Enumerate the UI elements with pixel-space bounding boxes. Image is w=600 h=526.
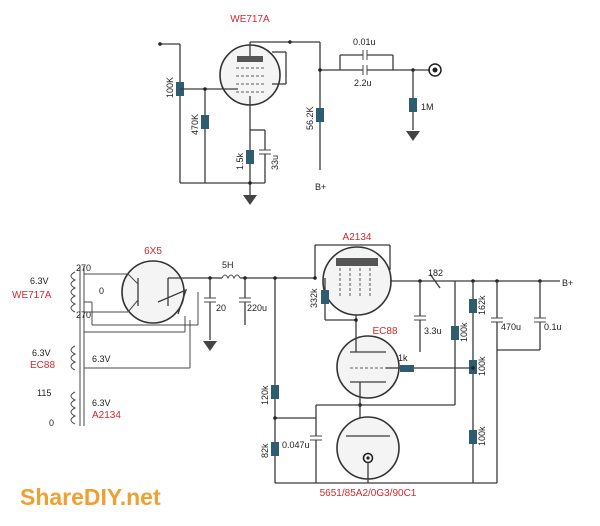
label-3-3u: 3.3u [424,326,442,336]
label-100k-b: 100k [477,356,487,376]
ec88-label: EC88 [372,326,397,337]
label-470u: 470u [501,322,521,332]
label-heater-we717a: WE717A [12,290,52,301]
label-0-047u: 0.047u [282,440,310,450]
bplus-top: B+ [315,182,326,192]
label-6-3v-2: 6.3V [32,348,51,358]
resistor-100k-c [469,430,477,444]
resistor-332k [321,290,329,304]
6x5-tube [121,260,185,324]
label-100k: 100K [165,77,175,98]
label-33u: 33u [270,155,280,170]
resistor-100k-a [451,326,459,340]
bplus-out: B+ [562,278,573,288]
a2134-label: A2134 [343,232,372,243]
transformer [70,266,85,426]
resistor-470k [201,115,209,129]
output-jack-icon [428,63,442,77]
resistor-162k [469,299,477,313]
label-82k: 82k [260,443,270,458]
resistor-1m [409,98,417,112]
ground-icon [243,195,257,205]
label-0: 0 [99,286,104,296]
label-6-3v-4: 6.3V [92,398,111,408]
a2134-tube [322,246,392,316]
we717a-plate [237,56,263,62]
we717a-label: WE717A [230,14,270,25]
label-100k-a: 100k [459,322,469,342]
power-supply: 6.3V WE717A 6.3V EC88 115 0 6.3V A2134 2… [12,232,573,499]
label-270-bot: 270 [76,310,91,320]
resistor-1-5k [246,150,254,164]
label-182: 182 [428,268,443,278]
6x5-label: 6X5 [144,246,162,257]
label-220u: 220u [247,303,267,313]
label-heater-a2134: A2134 [92,410,121,421]
label-2-2u: 2.2u [354,78,372,88]
watermark-text: ShareDIY.net [20,484,161,510]
label-115: 115 [37,388,51,398]
resistor-120k [271,385,279,399]
label-0-1u: 0.1u [544,322,562,332]
amplifier-stage: WE717A 100K 470K 1.5k 33u [158,14,442,205]
label-1m: 1M [421,102,434,112]
label-56-2k: 56.2K [305,106,315,130]
label-100k-c: 100k [477,426,487,446]
label-1-5k: 1.5k [235,152,245,170]
label-0-bot: 0 [49,418,54,428]
label-6-3v-3: 6.3V [92,354,111,364]
label-heater-ec88: EC88 [30,360,55,371]
resistor-56-2k [316,108,324,122]
ec88-tube [336,335,400,399]
label-470k: 470K [190,114,200,135]
label-1k: 1k [398,353,408,363]
a2134-plate [336,258,378,266]
resistor-82k [271,442,279,456]
resistor-1k [400,365,414,372]
ground-icon [406,131,420,141]
label-6-3v-1: 6.3V [30,276,49,286]
label-120k: 120k [260,385,270,405]
label-0-01u: 0.01u [353,37,376,47]
ground-icon [203,341,217,351]
5651-label: 5651/85A2/0G3/90C1 [320,488,417,499]
watermark: ShareDIY.net [20,484,161,510]
label-332k: 332k [309,288,319,308]
label-5h: 5H [222,260,234,270]
label-162k: 162k [477,295,487,315]
label-270-top: 270 [76,263,91,273]
label-20: 20 [216,303,226,313]
